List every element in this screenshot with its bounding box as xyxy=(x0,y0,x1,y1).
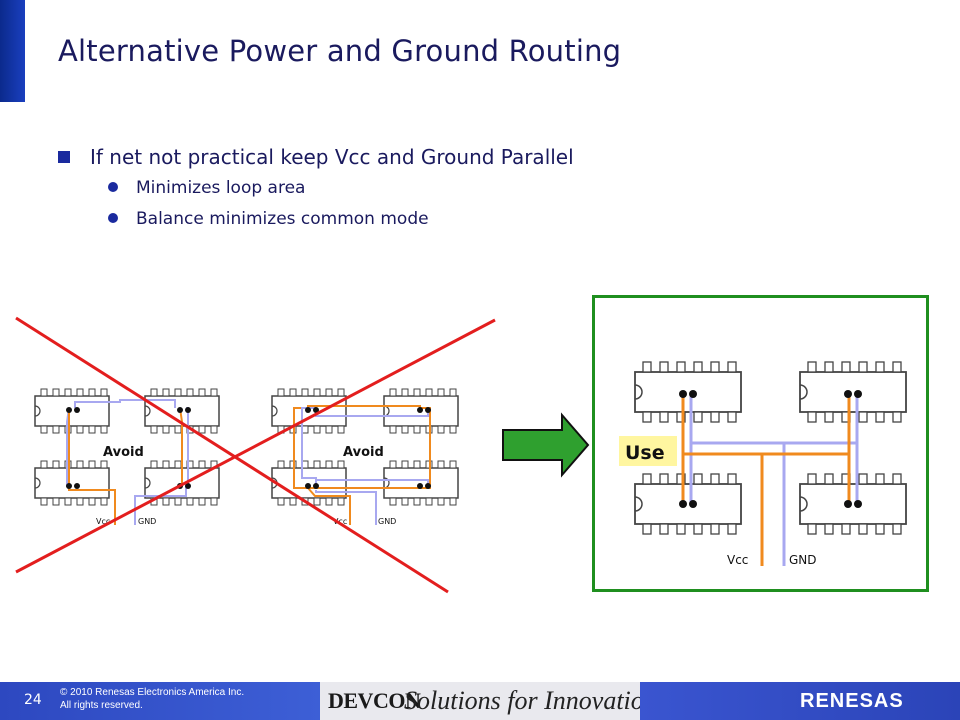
green-arrow-icon xyxy=(502,412,590,478)
vcc-label-b: Vcc xyxy=(333,517,347,526)
bullet-sub-2-text: Balance minimizes common mode xyxy=(136,209,429,229)
bullet-sub-2: Balance minimizes common mode xyxy=(108,209,429,229)
round-bullet-icon xyxy=(108,182,118,192)
bullet-sub-1: Minimizes loop area xyxy=(108,178,305,198)
bullet-main: If net not practical keep Vcc and Ground… xyxy=(58,145,574,169)
square-bullet-icon xyxy=(58,150,70,163)
bullet-main-text: If net not practical keep Vcc and Ground… xyxy=(90,145,574,169)
footer-middle: DEVCON Solutions for Innovation xyxy=(320,682,657,720)
use-label: Use xyxy=(625,442,665,464)
copyright-line-1: © 2010 Renesas Electronics America Inc. xyxy=(60,687,245,698)
devcon-logo: DEVCON xyxy=(328,688,421,713)
footer-right: RENESAS xyxy=(640,682,960,720)
copyright: © 2010 Renesas Electronics America Inc. … xyxy=(60,686,244,712)
gnd-label-a: GND xyxy=(138,517,156,526)
page-number: 24 xyxy=(24,692,42,708)
gnd-label-b: GND xyxy=(378,517,396,526)
cross-out-line-1 xyxy=(15,316,449,594)
avoid-diagrams: Avoid Vcc GND Avoid Vcc GND xyxy=(15,316,496,594)
avoid-label-b: Avoid xyxy=(343,445,384,460)
slide-title: Alternative Power and Ground Routing xyxy=(58,34,622,68)
round-bullet-icon xyxy=(108,213,118,223)
tagline: Solutions for Innovation xyxy=(404,686,657,715)
bullet-sub-1-text: Minimizes loop area xyxy=(136,178,306,198)
vcc-label-use: Vcc xyxy=(727,553,748,567)
avoid-label-a: Avoid xyxy=(103,445,144,460)
copyright-line-2: All rights reserved. xyxy=(60,700,143,711)
footer-bar: 24 © 2010 Renesas Electronics America In… xyxy=(0,682,960,720)
vcc-label-a: Vcc xyxy=(96,517,110,526)
gnd-label-use: GND xyxy=(789,553,817,567)
avoid-diagram-b: Avoid Vcc GND xyxy=(271,388,459,526)
use-label-box xyxy=(619,436,677,466)
footer-left: 24 © 2010 Renesas Electronics America In… xyxy=(0,682,320,720)
use-diagram: Use Vcc GND xyxy=(619,361,907,567)
title-accent-bar xyxy=(0,0,25,102)
cross-out-line-2 xyxy=(15,318,496,574)
avoid-diagram-a: Avoid Vcc GND xyxy=(34,388,220,526)
renesas-logo: RENESAS xyxy=(800,690,904,712)
